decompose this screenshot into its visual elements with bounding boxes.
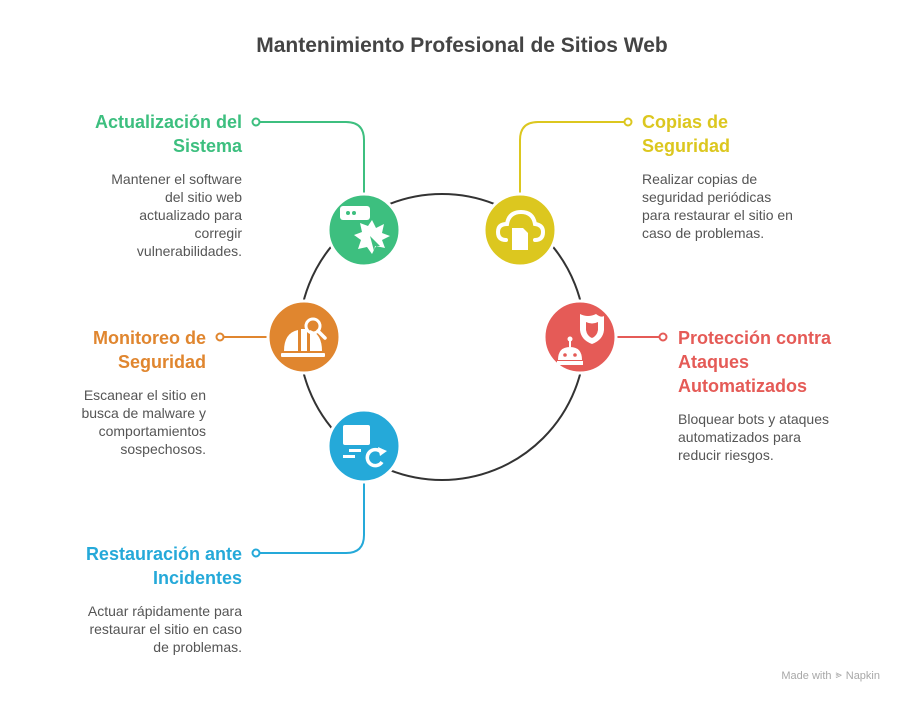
footer-text: Made with — [781, 669, 832, 682]
title-line: Sistema — [172, 136, 242, 156]
title-line: Actualización del — [94, 112, 242, 132]
cloud-backup-icon — [495, 209, 546, 250]
desc-line: Escanear el sitio en — [83, 387, 206, 403]
title-line: Seguridad — [117, 352, 206, 372]
footer-watermark: Made with ⪢ Napkin — [781, 669, 880, 682]
desc-line: vulnerabilidades. — [136, 243, 242, 259]
helmet-search-icon — [281, 317, 327, 357]
desc-line: Mantener el software — [111, 171, 242, 187]
title-line: Ataques — [678, 352, 750, 372]
title-actualizacion: Actualización del Sistema — [95, 110, 242, 158]
title-line: Protección contra — [678, 328, 832, 348]
desc-line: de problemas. — [153, 639, 242, 655]
desc-line: Actuar rápidamente para — [87, 603, 242, 619]
node-monitoreo — [266, 299, 342, 375]
connector-actualizacion — [251, 117, 365, 200]
title-monitoreo: Monitoreo de Seguridad — [93, 326, 206, 374]
title-line: Automatizados — [678, 376, 808, 396]
desc-line: actualizado para — [139, 207, 242, 223]
desc-line: sospechosos. — [120, 441, 206, 457]
bot-shield-icon — [557, 314, 604, 365]
desc-line: para restaurar el sitio en — [642, 207, 793, 223]
napkin-logo-icon: ⪢ — [835, 669, 842, 681]
desc-line: seguridad periódicas — [642, 189, 772, 205]
title-line: Monitoreo de — [93, 328, 206, 348]
connector-monitoreo — [215, 332, 275, 342]
connector-proteccion — [610, 332, 668, 342]
desc-line: caso de problemas. — [642, 225, 765, 241]
settings-update-icon — [340, 206, 390, 254]
connector-restauracion — [251, 478, 365, 558]
footer-brand: Napkin — [845, 669, 880, 682]
page-title: Mantenimiento Profesional de Sitios Web — [256, 34, 668, 57]
node-restauracion — [326, 408, 402, 484]
title-line: Restauración ante — [85, 544, 242, 564]
title-line: Incidentes — [152, 568, 242, 588]
desc-line: busca de malware y — [81, 405, 206, 421]
title-line: Seguridad — [642, 136, 731, 156]
node-proteccion — [542, 299, 618, 375]
node-copias — [482, 192, 558, 268]
desc-restauracion: Actuar rápidamente para restaurar el sit… — [88, 602, 242, 656]
title-copias: Copias de Seguridad — [642, 110, 730, 158]
desc-copias: Realizar copias de seguridad periódicas … — [642, 170, 793, 242]
node-actualizacion — [326, 192, 402, 268]
desc-line: restaurar el sitio en caso — [89, 621, 242, 637]
desc-line: automatizados para — [678, 429, 801, 445]
desc-monitoreo: Escanear el sitio en busca de malware y … — [81, 386, 206, 458]
desc-proteccion: Bloquear bots y ataques automatizados pa… — [678, 410, 829, 464]
desc-actualizacion: Mantener el software del sitio web actua… — [111, 170, 242, 260]
title-restauracion: Restauración ante Incidentes — [86, 542, 242, 590]
title-line: Copias de — [642, 112, 729, 132]
title-proteccion: Protección contra Ataques Automatizados — [678, 326, 831, 398]
desc-line: del sitio web — [164, 189, 242, 205]
desc-line: comportamientos — [98, 423, 206, 439]
desc-line: corregir — [194, 225, 242, 241]
desc-line: reducir riesgos. — [678, 447, 774, 463]
connector-copias — [519, 117, 633, 200]
desc-line: Bloquear bots y ataques — [678, 411, 829, 427]
desc-line: Realizar copias de — [642, 171, 758, 187]
monitor-refresh-icon — [343, 425, 387, 470]
